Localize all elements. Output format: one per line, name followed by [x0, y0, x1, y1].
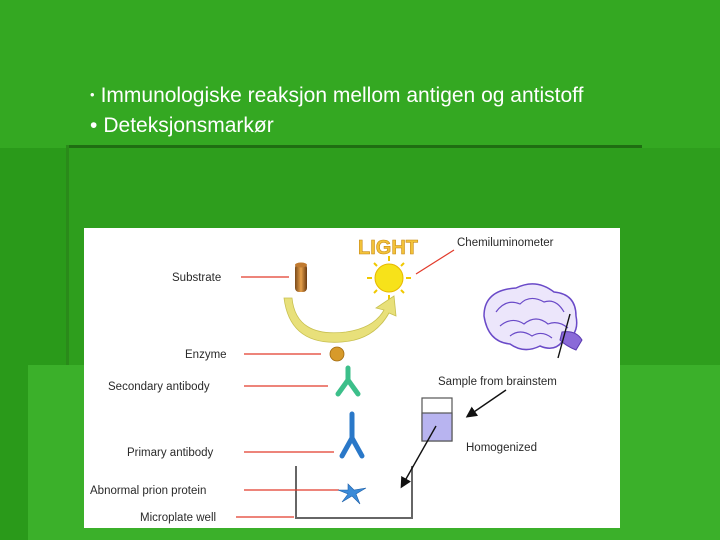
bullet-item: • Immunologiske reaksjon mellom antigen o…	[90, 84, 583, 108]
microplate-well-label: Microplate well	[140, 512, 216, 524]
divider-line	[68, 145, 642, 148]
cut-line	[557, 313, 571, 359]
bullet-text: Immunologiske reaksjon mellom antigen og…	[100, 84, 584, 107]
chemiluminometer-label: Chemiluminometer	[457, 237, 554, 249]
reaction-arrow-icon	[283, 295, 397, 343]
divider-line-vertical	[66, 145, 69, 365]
enzyme-label: Enzyme	[185, 349, 227, 361]
elisa-diagram: LIGHT Chemiluminometer Substrate	[84, 228, 620, 528]
bullet-text: Deteksjonsmarkør	[103, 114, 274, 137]
background-panel-top	[0, 0, 720, 148]
homogenized-label: Homogenized	[466, 442, 537, 454]
bullet-item: •Deteksjonsmarkør	[90, 114, 274, 138]
primary-antibody-label: Primary antibody	[127, 447, 214, 459]
primary-antibody-icon	[339, 411, 365, 459]
bullet-dot-icon: •	[90, 87, 95, 102]
homogenized-tube-icon	[421, 397, 453, 442]
sun-icon	[367, 256, 411, 300]
sample-from-brainstem-label: Sample from brainstem	[438, 376, 557, 388]
homogenized-arrow	[400, 425, 437, 489]
brain-icon	[483, 283, 583, 351]
sample-arrow	[465, 389, 507, 418]
prion-icon	[337, 483, 367, 505]
bullet-dot-icon: •	[90, 114, 98, 137]
secondary-antibody-label: Secondary antibody	[108, 381, 210, 393]
substrate-icon	[295, 262, 307, 292]
substrate-label: Substrate	[172, 272, 221, 284]
chemiluminometer-pointer	[415, 249, 455, 275]
enzyme-icon	[329, 346, 345, 362]
light-label: LIGHT	[358, 237, 418, 259]
secondary-antibody-icon	[335, 365, 361, 397]
abnormal-prion-protein-label: Abnormal prion protein	[90, 485, 206, 497]
microplate-well-icon	[295, 466, 413, 519]
